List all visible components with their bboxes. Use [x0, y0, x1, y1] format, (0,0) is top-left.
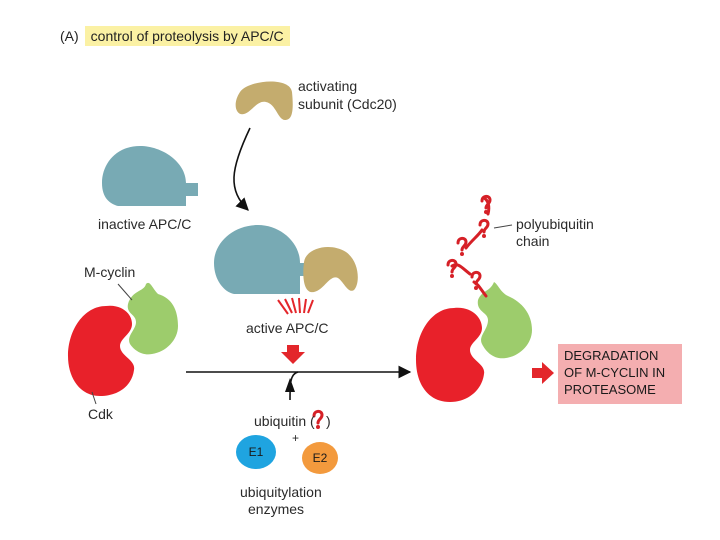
degradation-line3: PROTEASOME: [564, 382, 656, 397]
active-apcc-label: active APC/C: [246, 320, 329, 336]
right-cdk-shape: [416, 307, 485, 402]
panel-letter: (A): [60, 28, 79, 44]
polyubiquitin-label-line1: polyubiquitin: [516, 216, 594, 232]
panel-title: (A) control of proteolysis by APC/C: [60, 25, 290, 47]
ubiquitin-label-suffix: ): [326, 413, 331, 429]
m-cyclin-shape: [127, 282, 178, 355]
degradation-line1: DEGRADATION: [564, 348, 659, 363]
enzymes-label-line1: ubiquitylation: [240, 484, 322, 500]
polyubiquitin-leader: [493, 224, 513, 229]
ubiquitin-input-arrow: [289, 371, 299, 401]
m-cyclin-label: M-cyclin: [84, 264, 136, 280]
degradation-line2: OF M-CYCLIN IN: [564, 365, 666, 380]
ubiquitin-label-prefix: ubiquitin (: [254, 413, 315, 429]
panel-title-text: control of proteolysis by APC/C: [84, 26, 290, 46]
active-rays: [277, 297, 314, 315]
ubiquitin-units: [446, 194, 492, 290]
activating-label-line2: subunit (Cdc20): [298, 96, 397, 112]
polyubiquitin-label-line2: chain: [516, 233, 550, 249]
e2-label: E2: [312, 451, 328, 465]
right-m-cyclin-shape: [477, 282, 532, 359]
cdc20-subunit-shape: [235, 81, 293, 120]
degradation-box: DEGRADATION OF M-CYCLIN IN PROTEASOME: [558, 344, 682, 404]
cdk-label: Cdk: [88, 406, 113, 422]
plus-sign: +: [292, 431, 300, 445]
cdk-shape: [68, 305, 135, 396]
bound-cdc20-shape: [303, 247, 358, 293]
e2-enzyme-shape: [302, 442, 338, 474]
inactive-apcc-shape: [102, 146, 198, 206]
e1-enzyme-shape: [236, 435, 276, 469]
ubiquitin-input-arrowhead: [285, 378, 295, 392]
inactive-apcc-label: inactive APC/C: [98, 216, 192, 232]
e1-label: E1: [248, 445, 264, 459]
polyubiquitin-chain: [450, 196, 491, 298]
apcc-down-arrow: [281, 345, 305, 364]
active-apcc-shape: [214, 225, 310, 294]
activating-label-line1: activating: [298, 78, 358, 94]
enzymes-label-line2: enzymes: [248, 501, 305, 517]
m-cyclin-leader: [117, 283, 133, 301]
cdc20-binding-arrow: [233, 127, 251, 211]
ubiquitin-icon: [312, 409, 324, 429]
degradation-arrow: [532, 362, 554, 384]
cdk-leader: [91, 391, 97, 405]
